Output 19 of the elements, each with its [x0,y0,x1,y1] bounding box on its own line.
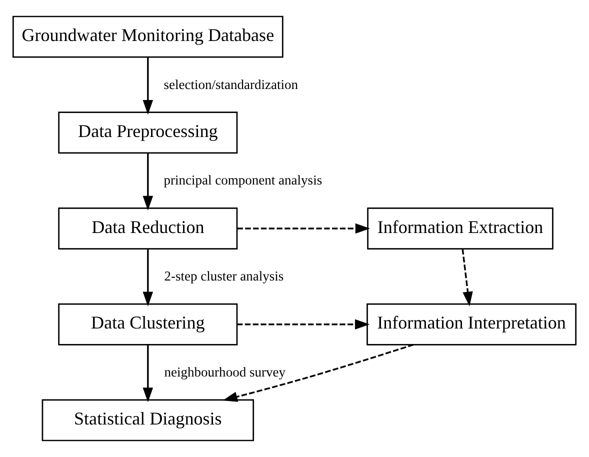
edge-label: selection/standardization [164,76,298,92]
arrow [222,344,414,402]
arrow [237,223,370,234]
arrow [142,249,154,306]
edge-label: principal component analysis [164,172,322,188]
edge-label: neighbourhood survey [164,364,286,380]
node-box: Data Preprocessing [58,112,238,154]
arrow [462,248,473,306]
node-box: Data Reduction [58,208,238,250]
node-box: Information Extraction [367,208,554,250]
arrow [142,57,154,115]
arrow [237,319,370,330]
arrow [142,153,154,211]
node-box: Statistical Diagnosis [42,399,254,442]
node-box: Groundwater Monitoring Database [12,16,284,58]
node-box: Information Interpretation [366,303,577,346]
arrow [142,344,154,402]
edge-label: 2-step cluster analysis [164,268,284,284]
node-box: Data Clustering [58,303,238,346]
